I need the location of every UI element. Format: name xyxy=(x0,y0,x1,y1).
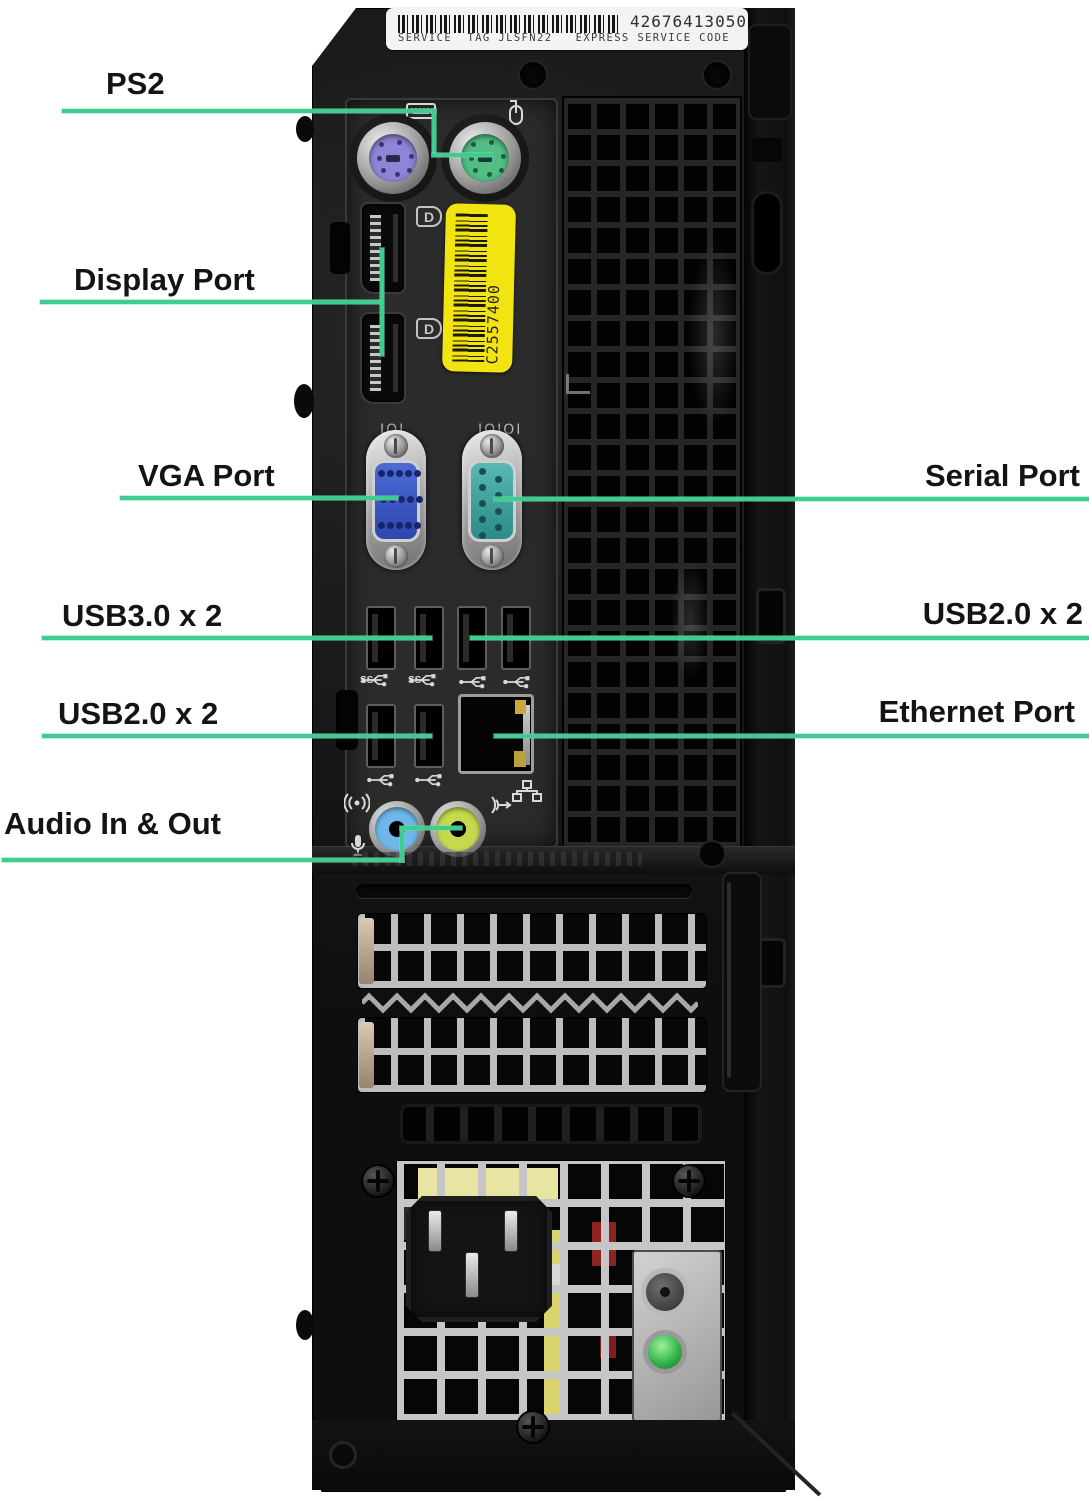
callout-vga: VGA Port xyxy=(138,458,275,493)
cover-release-tab xyxy=(748,24,792,120)
edge-bump xyxy=(296,1310,314,1340)
callout-line-ps2 xyxy=(62,109,436,113)
panel-notch xyxy=(330,222,350,274)
psu-screw xyxy=(518,1412,548,1442)
callout-line-display-port xyxy=(380,248,384,356)
panel-corner-mark xyxy=(566,374,590,394)
edge-bump xyxy=(296,116,314,142)
jack-screw xyxy=(480,434,504,458)
asset-tag-number: C2557400 xyxy=(483,283,504,365)
slot-cover-tab xyxy=(359,918,374,984)
expansion-slot-cover-1 xyxy=(358,914,706,988)
ps2-key-slot xyxy=(386,155,400,162)
panel-groove xyxy=(356,884,692,898)
ps2-mouse-socket xyxy=(461,134,509,182)
callout-ethernet: Ethernet Port xyxy=(878,694,1075,729)
ps2-pin-holes xyxy=(471,142,476,147)
slot-retention-spring xyxy=(362,990,698,1016)
callout-usb2-left: USB2.0 x 2 xyxy=(58,696,219,731)
displayport-lip xyxy=(393,324,398,392)
chassis-rivet xyxy=(332,1444,354,1466)
slot-release-latch xyxy=(722,872,762,1092)
jack-screw xyxy=(480,544,504,568)
power-pin xyxy=(428,1210,442,1252)
vga-pin-holes xyxy=(378,470,385,477)
serial-pins xyxy=(479,468,486,475)
psu-screw xyxy=(674,1166,704,1196)
screw-hole xyxy=(704,62,730,88)
panel-notch xyxy=(336,690,358,750)
cable-hook-slot xyxy=(756,588,786,644)
displayport-logo-icon: D xyxy=(416,318,442,339)
callout-ps2: PS2 xyxy=(106,66,165,101)
padlock-slot xyxy=(754,194,780,272)
grille-highlight xyxy=(688,240,740,430)
displayport-contacts xyxy=(370,325,381,391)
callout-serial: Serial Port xyxy=(924,458,1080,493)
panel-texture-strip xyxy=(352,852,642,866)
latch-tab xyxy=(752,138,782,162)
grille-highlight xyxy=(670,560,710,680)
edge-bump xyxy=(294,384,314,418)
screw-hole xyxy=(700,842,724,866)
power-pin xyxy=(465,1252,479,1298)
service-tag-barcode xyxy=(398,15,622,33)
callout-usb2-right: USB2.0 x 2 xyxy=(922,596,1083,631)
callout-line-usb2-right xyxy=(470,636,1089,640)
callout-display-port: Display Port xyxy=(74,262,255,297)
ps2-keyboard-port xyxy=(357,122,429,194)
ventilation-grille xyxy=(562,96,742,848)
callout-line-display-port xyxy=(40,300,382,304)
callout-line-ethernet xyxy=(494,734,1089,738)
power-pin xyxy=(504,1210,518,1252)
express-service-code: 42676413050 xyxy=(630,12,747,31)
callout-usb3: USB3.0 x 2 xyxy=(62,598,223,633)
callout-line-usb2-left xyxy=(42,734,432,738)
vent-slot-row xyxy=(400,1104,702,1144)
asset-tag-sticker: C2557400 xyxy=(441,203,517,373)
callout-line-vga xyxy=(120,496,398,500)
psu-status-led xyxy=(643,1330,687,1374)
callout-line-audio xyxy=(400,827,404,862)
ps2-pin-holes xyxy=(379,142,384,147)
slot-cover-tab xyxy=(359,1022,374,1088)
ps2-key-slot xyxy=(478,155,492,162)
serial-port xyxy=(468,460,516,542)
callout-audio: Audio In & Out xyxy=(4,806,221,841)
jack-screw xyxy=(384,434,408,458)
case-bottom-band xyxy=(312,1420,795,1490)
psu-test-button xyxy=(641,1268,689,1316)
callout-line-audio xyxy=(2,858,404,862)
callout-line-audio xyxy=(400,826,462,830)
jack-screw xyxy=(384,544,408,568)
displayport-contacts xyxy=(370,215,381,281)
callout-line-serial xyxy=(494,497,1089,501)
ps2-keyboard-socket xyxy=(369,134,417,182)
expansion-slot-cover-2 xyxy=(358,1018,706,1092)
callout-line-ps2 xyxy=(432,153,492,157)
displayport-lip xyxy=(393,214,398,282)
ps2-mouse-port xyxy=(449,122,521,194)
asset-tag-barcode xyxy=(452,213,488,363)
ethernet-led xyxy=(514,751,526,767)
psu-screw xyxy=(363,1166,393,1196)
displayport-logo-icon: D xyxy=(416,206,442,227)
callout-line-usb3 xyxy=(42,636,432,640)
screw-hole xyxy=(520,62,546,88)
service-tag-caption: SERVICE TAG JLSFN22 EXPRESS SERVICE CODE xyxy=(398,32,731,44)
callout-line-ps2 xyxy=(432,109,436,156)
ethernet-led xyxy=(515,700,526,714)
psu-test-plate xyxy=(632,1250,722,1422)
